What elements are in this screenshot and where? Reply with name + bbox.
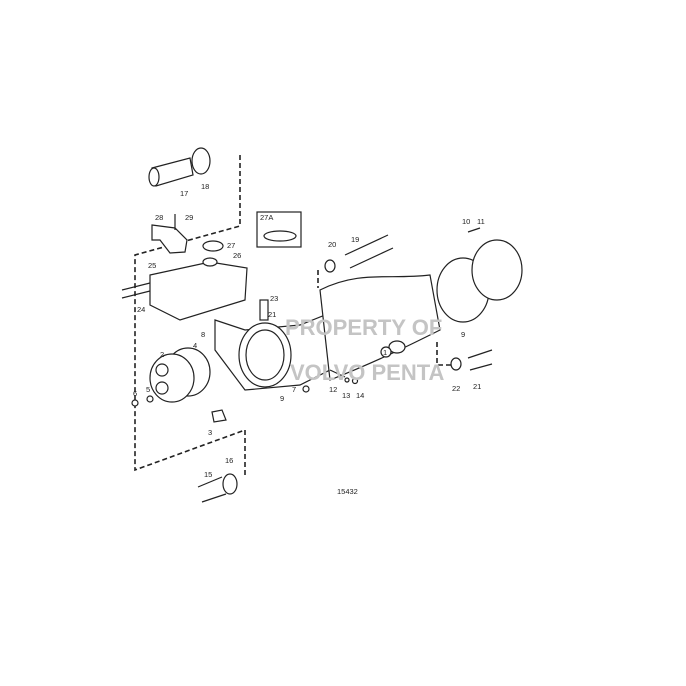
callout-26: 26	[233, 251, 241, 260]
callout-11: 11	[477, 217, 485, 226]
screw-11	[467, 227, 481, 233]
callout-21a: 21	[268, 310, 276, 319]
tank-filler-neck	[202, 257, 218, 267]
callout-3: 3	[208, 428, 212, 437]
screw-6	[131, 399, 139, 407]
housing-end-ring-9	[238, 322, 292, 388]
drawing-number: 15432	[337, 487, 358, 496]
callout-circle-1	[380, 346, 392, 358]
retaining-ring-10	[471, 239, 523, 301]
clamp-22	[450, 357, 462, 371]
callout-19: 19	[351, 235, 359, 244]
callout-4: 4	[193, 341, 197, 350]
callout-13: 13	[342, 391, 350, 400]
callout-18: 18	[201, 182, 209, 191]
callout-27: 27	[227, 241, 235, 250]
hose-15	[197, 476, 227, 503]
hose-19	[344, 234, 394, 269]
hose-21	[467, 349, 493, 371]
callout-21b: 21	[473, 382, 481, 391]
callout-12: 12	[329, 385, 337, 394]
callout-15: 15	[204, 470, 212, 479]
callout-23: 23	[270, 294, 278, 303]
callout-25: 25	[148, 261, 156, 270]
expansion-tank	[149, 261, 248, 321]
clamp-20	[324, 259, 336, 273]
assembly-dashed-line	[134, 155, 246, 478]
callout-17: 17	[180, 189, 188, 198]
callout-5: 5	[146, 385, 150, 394]
callout-6: 6	[133, 389, 137, 398]
cap-27a	[263, 230, 297, 242]
watermark-line2: VOLVO PENTA	[290, 360, 445, 385]
callout-24: 24	[137, 305, 145, 314]
bracket-28	[151, 224, 188, 254]
callout-22: 22	[452, 384, 460, 393]
callout-7: 7	[292, 385, 296, 394]
nipple	[388, 340, 406, 354]
tube-1	[319, 274, 441, 381]
callout-14: 14	[356, 391, 364, 400]
end-cover-2	[149, 353, 195, 403]
callout-29: 29	[185, 213, 193, 222]
washer-5	[146, 395, 154, 403]
assembly-dashed-line	[436, 342, 455, 366]
watermark-line1: PROPERTY OF	[285, 315, 442, 340]
callout-27a: 27A	[260, 213, 273, 222]
callout-8: 8	[201, 330, 205, 339]
callout-20: 20	[328, 240, 336, 249]
plate-3	[211, 409, 227, 423]
cap-27	[202, 240, 224, 252]
callout-10: 10	[462, 217, 470, 226]
callout-labels: 17 18 28 29 27A 27 26 25 24 23 21 8 4 2 …	[133, 182, 485, 479]
callout-1: 1	[383, 348, 387, 357]
callout-2: 2	[160, 350, 164, 359]
washer-13	[344, 377, 350, 383]
callout-28: 28	[155, 213, 163, 222]
sensor-21	[259, 299, 269, 321]
callout-16: 16	[225, 456, 233, 465]
hose-17	[148, 157, 194, 187]
plug-7	[302, 385, 310, 393]
screw-12	[329, 369, 346, 378]
clamp-18	[191, 147, 211, 175]
watermark: PROPERTY OF VOLVO PENTA	[285, 315, 445, 385]
nut-14	[351, 377, 359, 385]
callout-9a: 9	[280, 394, 284, 403]
cap-27a-box	[256, 211, 302, 248]
callout-9b: 9	[461, 330, 465, 339]
hose-24	[121, 282, 151, 299]
clamp-16	[222, 473, 238, 495]
